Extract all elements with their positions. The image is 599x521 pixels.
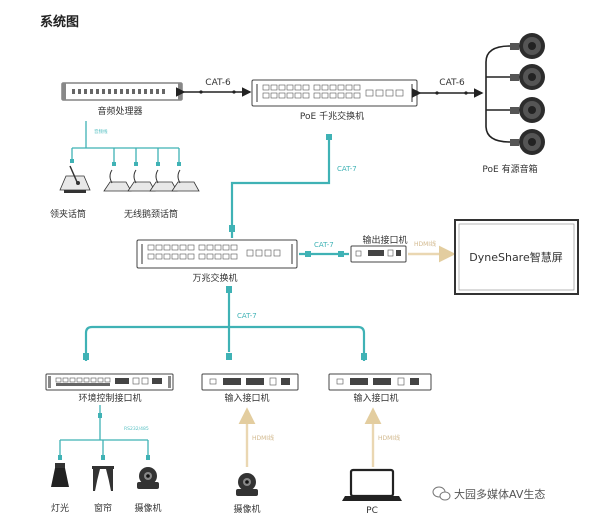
input-interface-1 (201, 373, 299, 391)
input-interface-2-label: 输入接口机 (353, 392, 398, 404)
poe-speakers (510, 33, 545, 155)
hdmi-out-label: HDMI线 (414, 240, 436, 248)
gooseneck-mic-icon-1 (103, 169, 132, 192)
input-interface-1-label: 输入接口机 (224, 392, 269, 404)
output-interface-label: 输出接口机 (362, 234, 407, 246)
cat6-label-left: CAT-6 (205, 78, 231, 88)
cat7-label-bottom: CAT-7 (237, 312, 257, 320)
speaker-icon-1 (510, 33, 545, 59)
gooseneck-mic-label: 无线鹅颈话筒 (124, 208, 178, 220)
speaker-bracket (485, 45, 511, 143)
camera-bottom-label: 摄像机 (233, 503, 260, 515)
rs232-label: RS232/485 (124, 426, 149, 432)
curtain-icon (92, 466, 114, 491)
gooseneck-mics (103, 169, 200, 192)
gooseneck-mic-icon-4 (171, 169, 200, 192)
speaker-icon-4 (510, 129, 545, 155)
camera-icon-left (137, 467, 159, 489)
light-label: 灯光 (51, 502, 69, 514)
main-switch-label: 万兆交换机 (192, 272, 237, 284)
cat7-link-top (230, 138, 331, 238)
cat7-label-top: CAT-7 (337, 165, 357, 173)
gooseneck-mic-icon-2 (127, 169, 156, 192)
curtain-label: 窗帘 (94, 502, 112, 514)
gooseneck-mic-icon-3 (149, 169, 178, 192)
cat7-label-mid: CAT-7 (314, 241, 334, 249)
cat6-label-right: CAT-6 (439, 78, 465, 88)
smart-screen (454, 219, 579, 295)
output-interface (350, 245, 407, 263)
poe-speakers-label: PoE 有源音箱 (482, 163, 537, 175)
page-title: 系统图 (40, 15, 80, 30)
hdmi-in-label-1: HDMI线 (252, 434, 274, 442)
main-switch (136, 239, 298, 269)
lapel-mic-icon (59, 165, 91, 193)
env-control-label: 环境控制接口机 (78, 392, 141, 404)
cat7-bottom-bus (84, 325, 366, 361)
watermark-text: 大园多媒体AV生态 (454, 487, 545, 501)
audio-processor (61, 82, 183, 101)
smart-screen-label: DyneShare智慧屏 (469, 250, 562, 264)
laptop-icon (342, 468, 402, 501)
speaker-icon-3 (510, 97, 545, 123)
hdmi-in-label-2: HDMI线 (378, 434, 400, 442)
audio-line-label: 音频线 (94, 128, 108, 135)
lapel-mic-label: 领夹话筒 (50, 208, 86, 220)
wechat-icon (432, 486, 451, 501)
input-interface-2 (328, 373, 432, 391)
speaker-icon-2 (510, 64, 545, 90)
watermark: 大园多媒体AV生态 (432, 486, 545, 501)
poe-switch (251, 79, 418, 107)
light-icon (51, 463, 69, 487)
camera-icon-bottom (236, 473, 258, 496)
env-control-interface (45, 373, 174, 391)
poe-switch-label: PoE 千兆交换机 (300, 110, 364, 122)
camera-left-label: 摄像机 (134, 502, 161, 514)
pc-label: PC (366, 506, 378, 516)
audio-processor-label: 音频处理器 (97, 105, 142, 117)
